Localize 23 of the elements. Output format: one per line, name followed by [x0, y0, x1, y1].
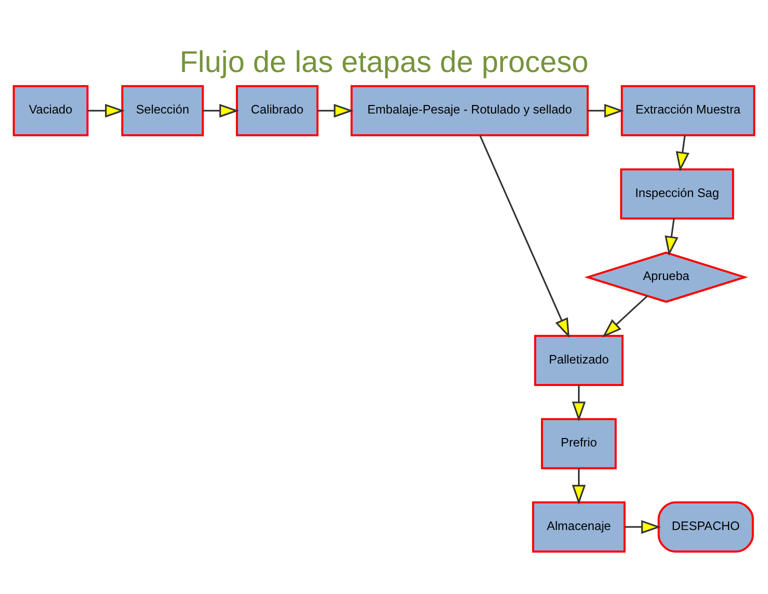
node-box: Vaciado: [12, 85, 89, 136]
arrow: [624, 520, 661, 534]
diagram-title: Flujo de las etapas de proceso: [180, 46, 588, 79]
arrow: [664, 218, 678, 256]
arrow: [676, 135, 690, 172]
arrow: [602, 295, 648, 338]
node-box: Almacenaje: [532, 501, 626, 553]
node-diamond: Aprueba: [584, 252, 748, 303]
node-box: Extracción Muestra: [620, 85, 756, 136]
arrow: [202, 104, 240, 118]
node-box: DESPACHO: [658, 501, 754, 553]
node-box: Palletizado: [534, 334, 624, 386]
arrow: [479, 134, 570, 338]
arrow: [572, 468, 586, 505]
arrow: [318, 104, 354, 118]
arrow: [588, 104, 624, 118]
node-box: Calibrado: [236, 85, 318, 136]
arrow: [572, 385, 586, 422]
node-box: Prefrio: [540, 418, 617, 470]
node-box: Inspección Sag: [620, 168, 734, 220]
node-box: Embalaje-Pesaje - Rotulado y sellado: [350, 85, 589, 136]
arrow: [88, 104, 125, 118]
node-box: Selección: [121, 85, 204, 136]
